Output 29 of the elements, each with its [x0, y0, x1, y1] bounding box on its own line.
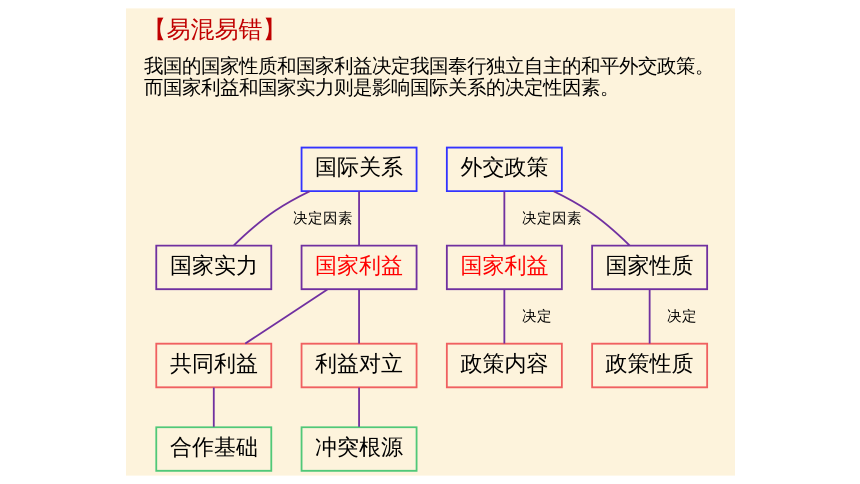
node-box: 国家利益 [300, 244, 417, 290]
connector [502, 289, 505, 344]
node-box: 政策性质 [590, 342, 708, 388]
connector [358, 191, 360, 246]
node-box: 冲突根源 [300, 426, 417, 472]
node-box: 利益对立 [300, 342, 417, 388]
label: 而国家利益和国家实力则是影响国际关系的决定性因素。 [144, 76, 619, 100]
label: 我国的国家性质和国家利益决定我国奉行独立自主的和平外交政策。 [144, 54, 714, 78]
connector [358, 388, 360, 427]
node-box: 国家实力 [154, 244, 272, 290]
node-box: 国家利益 [445, 244, 562, 290]
connector [358, 289, 360, 344]
connector [212, 388, 214, 427]
connector [232, 190, 310, 246]
node-box: 合作基础 [154, 426, 272, 472]
edge-label: 决定因素 [521, 210, 582, 227]
node-box: 国家性质 [590, 244, 708, 290]
node-box: 共同利益 [154, 342, 272, 388]
edge-label: 决定因素 [292, 210, 353, 227]
connector [552, 190, 630, 246]
node-box: 国际关系 [300, 146, 417, 192]
edge-label: 决定 [521, 308, 552, 325]
connector [502, 191, 505, 246]
node-box: 外交政策 [445, 146, 562, 192]
connector [648, 289, 650, 344]
diagram-title: 【易混易错】 [142, 15, 286, 44]
connector [244, 288, 328, 344]
edge-label: 决定 [666, 308, 697, 325]
node-box: 政策内容 [445, 342, 562, 388]
